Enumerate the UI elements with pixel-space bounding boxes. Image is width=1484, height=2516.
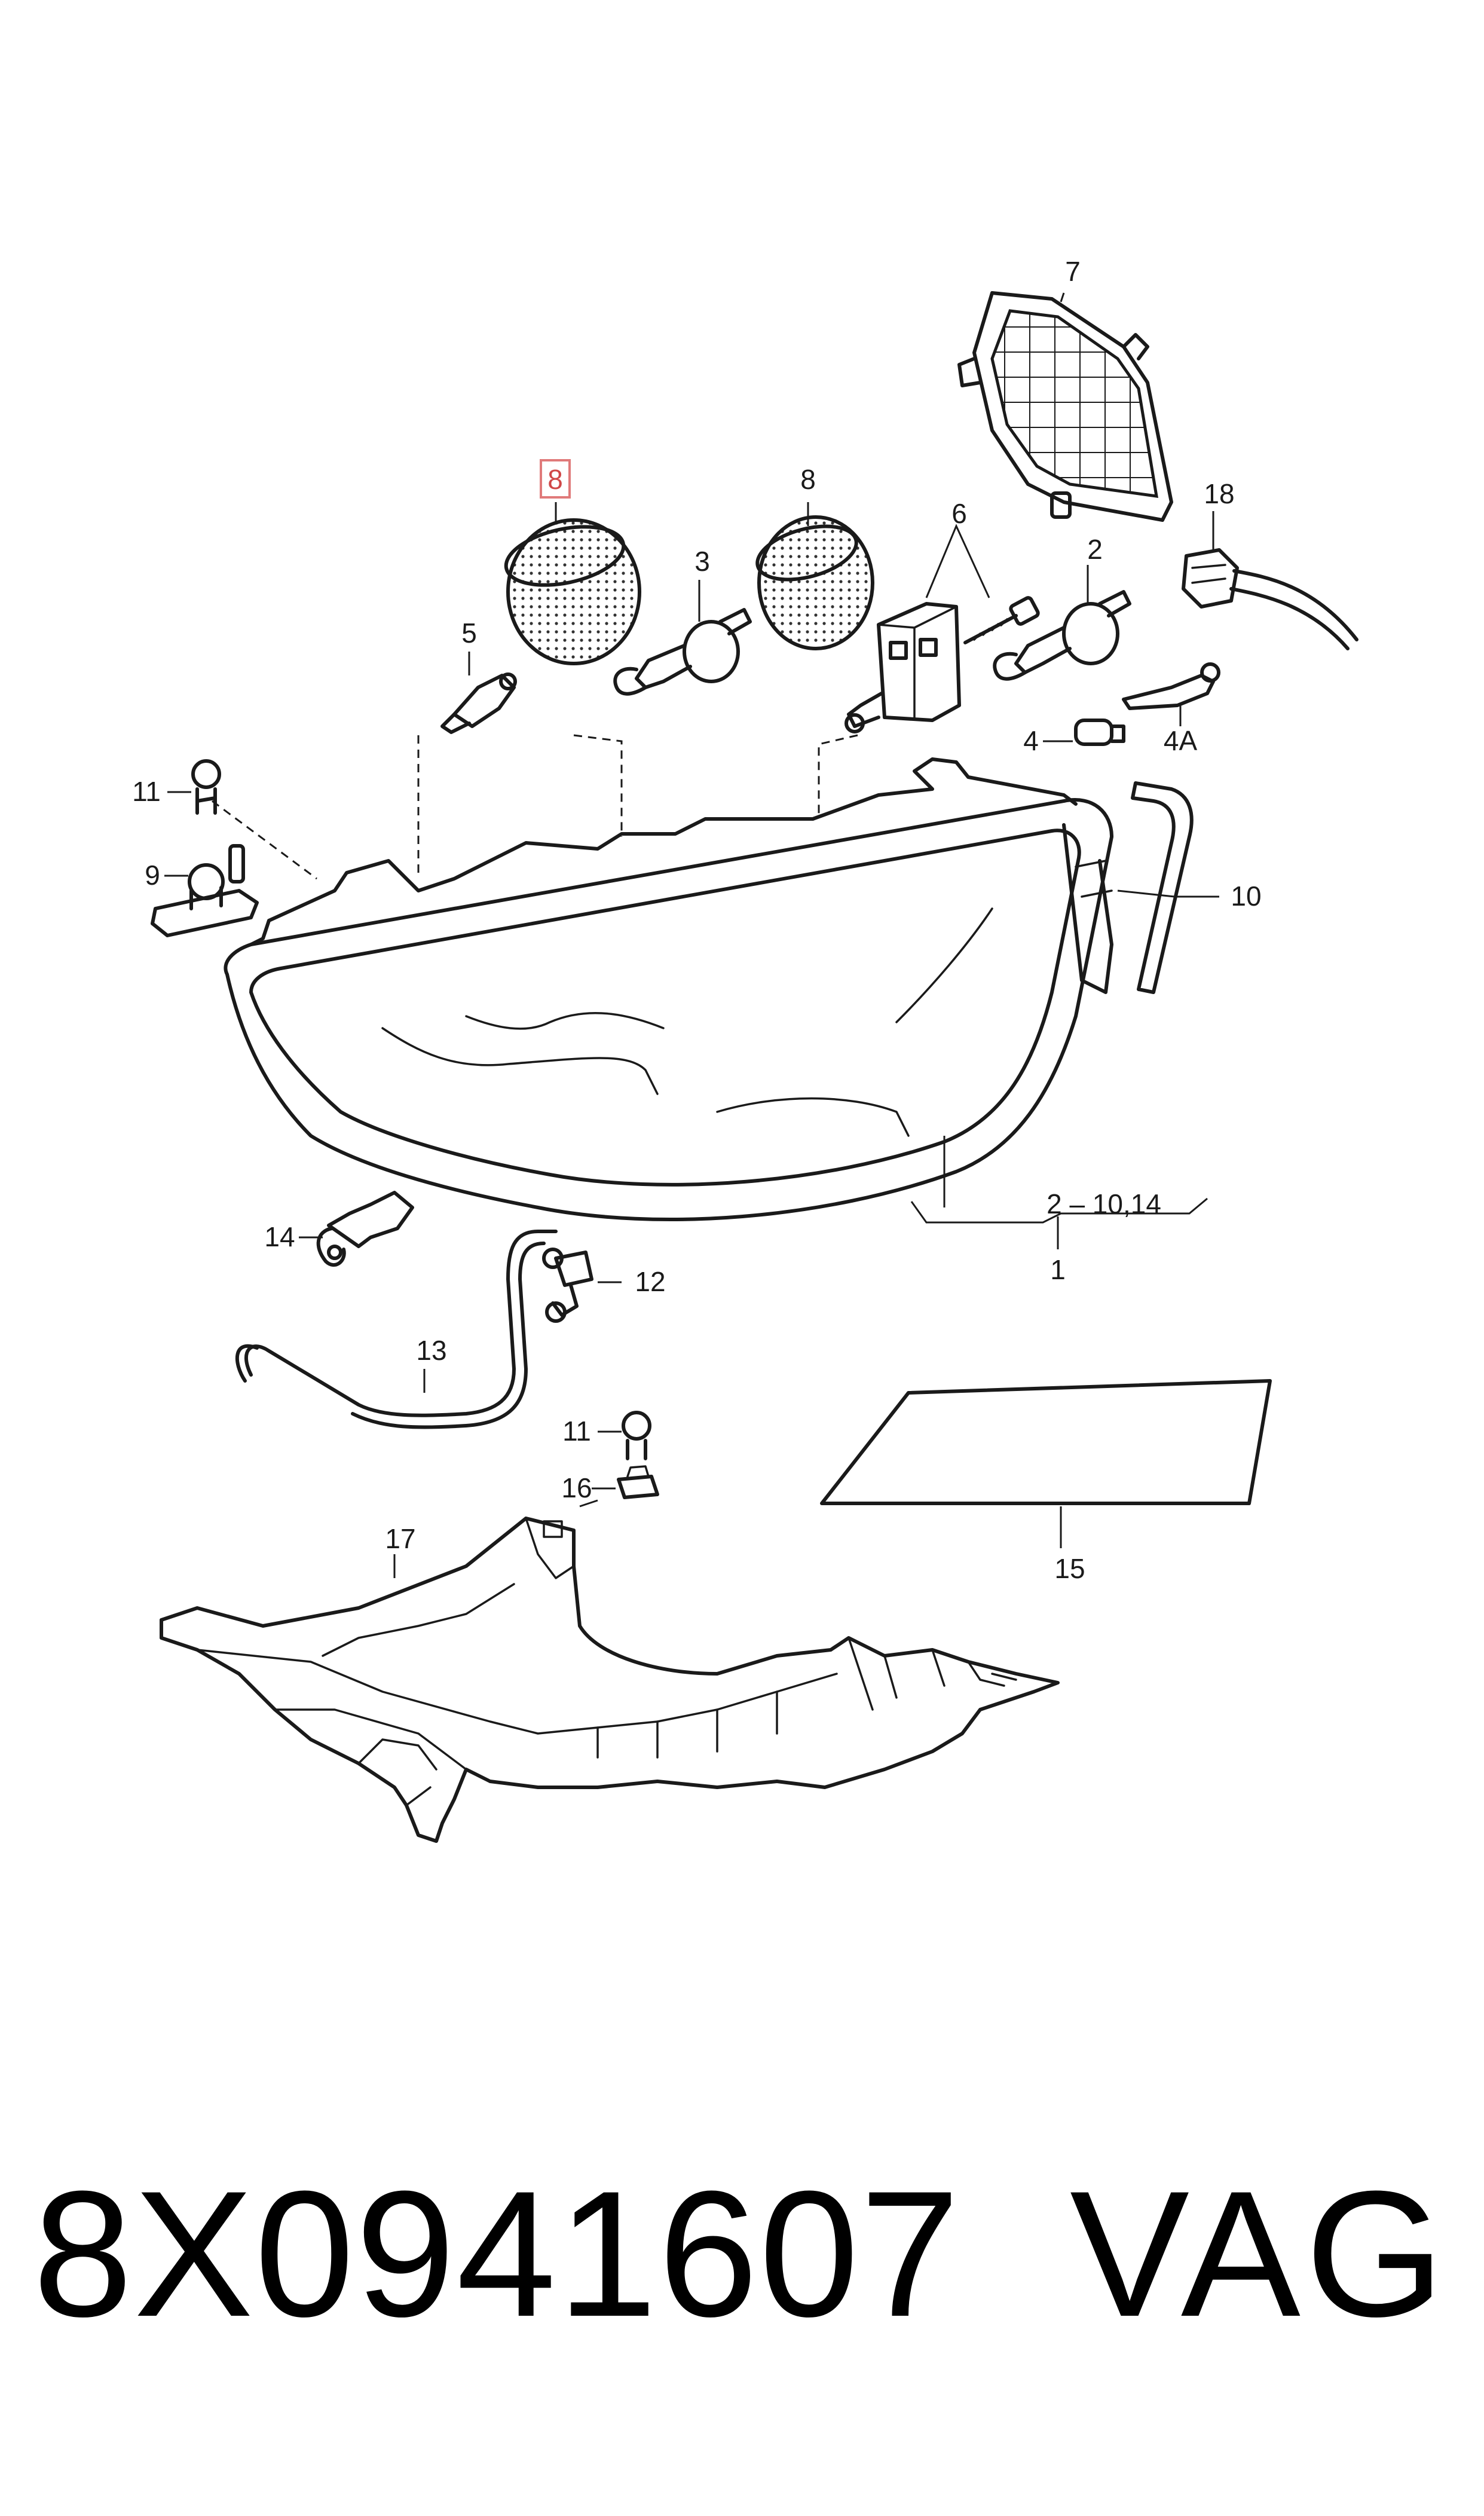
callout-15[interactable]: 15 — [1054, 1553, 1085, 1584]
headlight-housing-part — [224, 757, 1113, 1221]
callout-4[interactable]: 4 — [1023, 725, 1039, 756]
lens-glass-15-part — [820, 1379, 1272, 1505]
callout-highlight-8[interactable]: 8 — [540, 459, 571, 499]
control-unit-part — [844, 602, 961, 733]
screw-11-lower-part — [622, 1411, 651, 1460]
callout-3[interactable]: 3 — [694, 546, 710, 577]
clip-16-part — [617, 1465, 659, 1499]
callout-10[interactable]: 10 — [1231, 881, 1261, 912]
cap-8-left-part — [504, 518, 641, 665]
callout-8[interactable]: 8 — [800, 464, 816, 495]
callout-7[interactable]: 7 — [1065, 256, 1081, 287]
bulb-small-part — [1074, 719, 1125, 746]
bulb-h7-right-part — [993, 590, 1131, 681]
callout-6[interactable]: 6 — [951, 498, 967, 529]
callout-4a[interactable]: 4A — [1164, 725, 1198, 756]
callout-range[interactable]: 2 – 10,14 — [1047, 1188, 1161, 1219]
hose-13-part — [235, 1230, 558, 1429]
adjuster-bracket-9-part — [151, 844, 259, 937]
connector-12-part — [542, 1248, 593, 1323]
cap-8-right-part — [755, 515, 874, 650]
brand-name: VAG — [1070, 2153, 1450, 2354]
bulb-socket-4a-part — [1122, 662, 1220, 710]
callout-18[interactable]: 18 — [1204, 478, 1234, 509]
seal-strip-10-part — [1131, 781, 1194, 994]
callout-5[interactable]: 5 — [461, 617, 477, 649]
screw-6-part — [963, 596, 1040, 644]
callout-11-top[interactable]: 11 — [132, 776, 161, 807]
callout-17[interactable]: 17 — [385, 1523, 415, 1554]
part-number: 8X0941607 — [33, 2153, 961, 2354]
bulb-h7-center-part — [613, 608, 752, 696]
callout-9[interactable]: 9 — [145, 860, 160, 891]
callout-14[interactable]: 14 — [264, 1221, 295, 1252]
caption-bar: 8X0941607 VAG — [0, 2128, 1484, 2379]
callout-16[interactable]: 16 — [561, 1472, 592, 1503]
callout-11-lower[interactable]: 11 — [562, 1416, 591, 1447]
headlight-cover-part — [957, 291, 1173, 522]
bulb-5-part — [440, 672, 517, 734]
screw-11-top-part — [191, 759, 221, 815]
callout-12[interactable]: 12 — [635, 1266, 665, 1297]
connector-cable-part — [1182, 548, 1358, 650]
bulb-socket-14-part — [316, 1191, 414, 1267]
callout-2-top[interactable]: 2 — [1087, 534, 1103, 565]
callout-13[interactable]: 13 — [416, 1335, 446, 1366]
callout-1[interactable]: 1 — [1050, 1254, 1066, 1285]
callout-8-highlight-label: 8 — [547, 464, 563, 495]
mounting-bracket-17-part — [160, 1517, 1060, 1843]
